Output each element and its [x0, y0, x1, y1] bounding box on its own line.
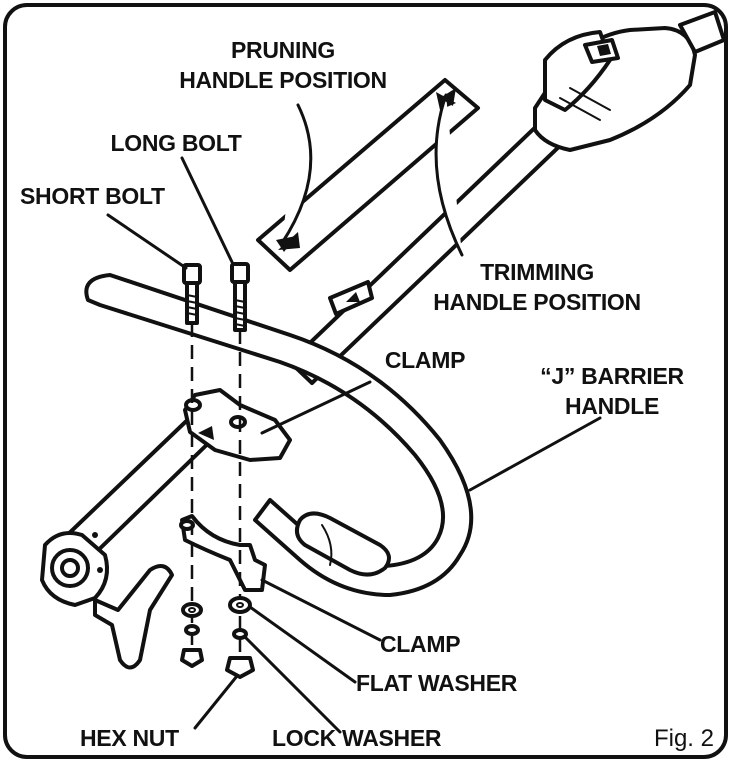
- long-bolt: [230, 262, 250, 332]
- j-handle-label-line2: HANDLE: [565, 393, 659, 419]
- short-bolt: [182, 263, 202, 325]
- motor-housing: [533, 10, 726, 152]
- lower-clamp: [179, 514, 267, 592]
- lock-washer-label: LOCK WASHER: [272, 725, 442, 751]
- trimming-label-line2: HANDLE POSITION: [433, 289, 641, 315]
- long-bolt-label: LONG BOLT: [110, 130, 241, 156]
- flat-washer-icon: [228, 596, 252, 614]
- short-bolt-hardware: [180, 602, 204, 668]
- adjustment-knob: [40, 531, 174, 670]
- pruning-label-line2: HANDLE POSITION: [179, 67, 387, 93]
- lock-washer-icon: [232, 628, 248, 640]
- upper-clamp: [183, 388, 292, 462]
- flat-washer-label: FLAT WASHER: [356, 670, 518, 696]
- upper-clamp-label: CLAMP: [385, 347, 465, 373]
- hex-nut-label: HEX NUT: [80, 725, 179, 751]
- leader-lines: [106, 88, 602, 734]
- short-bolt-label: SHORT BOLT: [20, 183, 165, 209]
- long-bolt-hardware: [225, 596, 255, 679]
- hex-nut-icon: [225, 656, 255, 679]
- pruning-label-line1: PRUNING: [231, 37, 335, 63]
- lower-clamp-label: CLAMP: [380, 631, 460, 657]
- figure-caption: Fig. 2: [654, 725, 714, 752]
- j-handle-label-line1: “J” BARRIER: [540, 363, 684, 389]
- figure-border: [3, 3, 728, 759]
- j-barrier-handle: [84, 273, 474, 597]
- trimming-label-line1: TRIMMING: [480, 259, 594, 285]
